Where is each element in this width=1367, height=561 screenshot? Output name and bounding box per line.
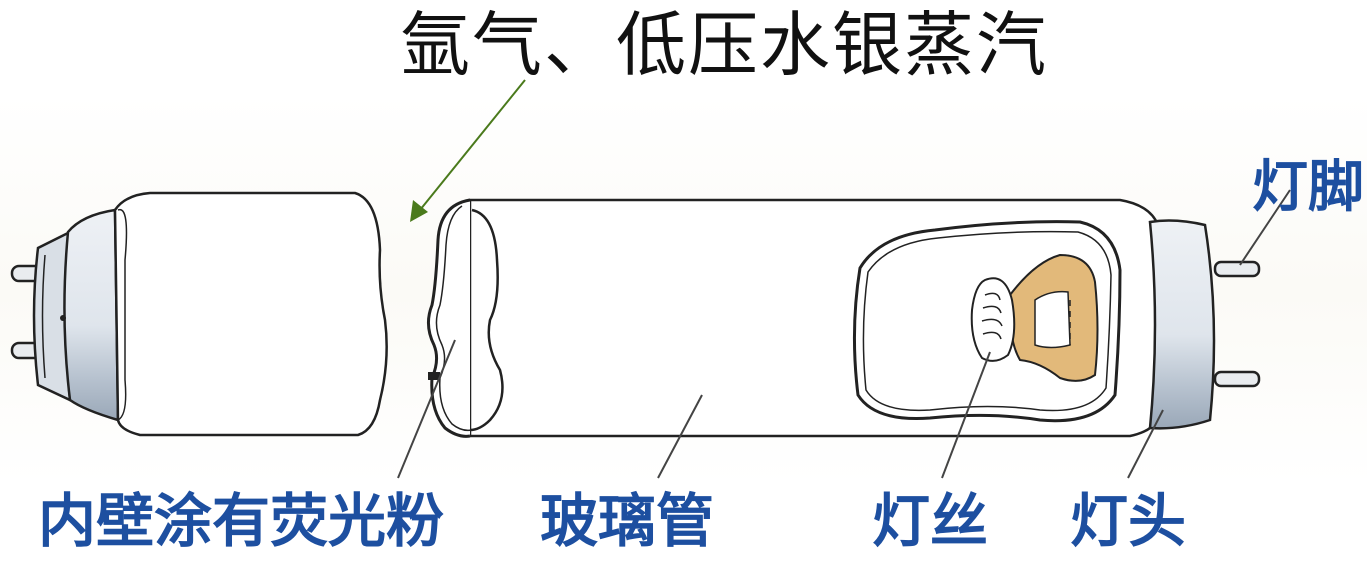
right-lamp-cap — [1148, 219, 1261, 430]
filament-label: 灯丝 — [872, 487, 989, 555]
glass-tube-label: 玻璃管 — [540, 487, 715, 555]
leader-pin — [1239, 189, 1291, 266]
filament-cutaway — [852, 220, 1122, 423]
gas-arrow — [410, 79, 526, 222]
leader-cap — [1127, 409, 1164, 479]
leader-filament — [941, 351, 991, 479]
gas-label: 氩气、低压水银蒸汽 — [400, 4, 1048, 86]
right-pins — [1213, 260, 1261, 388]
left-tube-section — [113, 191, 388, 437]
left-lamp-cap — [63, 208, 120, 422]
leader-lines — [397, 189, 1291, 479]
leader-glass — [657, 394, 703, 479]
leader-coating — [397, 339, 456, 479]
coating-label: 内壁涂有荧光粉 — [38, 487, 445, 555]
lamp-pin-label: 灯脚 — [1252, 155, 1364, 220]
lamp-cap-label: 灯头 — [1070, 487, 1187, 555]
left-lamp-end — [10, 191, 388, 437]
